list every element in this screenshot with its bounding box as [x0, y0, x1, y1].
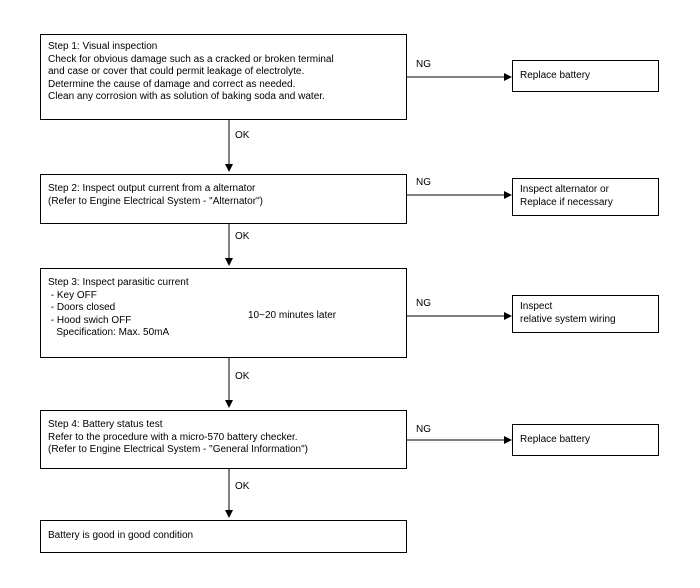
step3-box: Step 3: Inspect parasitic current - Key …	[40, 268, 407, 358]
step1-line: and case or cover that could permit leak…	[48, 66, 305, 77]
step1-title: Step 1: Visual inspection	[48, 41, 158, 52]
action2-text: Replace if necessary	[520, 196, 613, 208]
step4-line: Refer to the procedure with a micro-570 …	[48, 431, 298, 443]
action3-text: relative system wiring	[520, 313, 616, 325]
ok-label: OK	[235, 231, 250, 242]
step2-box: Step 2: Inspect output current from a al…	[40, 174, 407, 224]
step3-line: - Doors closed	[48, 302, 116, 313]
action3-text: Inspect	[520, 301, 553, 312]
action2-box: Inspect alternator or Replace if necessa…	[512, 178, 659, 216]
step3-line: - Key OFF	[48, 289, 97, 301]
ng-label: NG	[416, 59, 431, 70]
action1-text: Replace battery	[520, 69, 591, 81]
ng-label: NG	[416, 424, 431, 435]
step1-line: Determine the cause of damage and correc…	[48, 78, 296, 90]
step4-line: (Refer to Engine Electrical System - "Ge…	[48, 444, 308, 455]
ng-label: NG	[416, 177, 431, 188]
final-result-box: Battery is good in good condition	[40, 520, 407, 553]
action4-text: Replace battery	[520, 433, 591, 445]
ok-label: OK	[235, 481, 250, 492]
action4-box: Replace battery	[512, 424, 659, 456]
step1-line: Check for obvious damage such as a crack…	[48, 53, 334, 65]
step3-title: Step 3: Inspect parasitic current	[48, 277, 189, 288]
step3-line: - Hood swich OFF	[48, 314, 132, 326]
step3-bracket-note: 10~20 minutes later	[248, 310, 337, 321]
final-result-text: Battery is good in good condition	[48, 530, 194, 542]
step1-line: Clean any corrosion with as solution of …	[48, 91, 325, 102]
action1-box: Replace battery	[512, 60, 659, 92]
action3-box: Inspect relative system wiring	[512, 295, 659, 333]
ok-label: OK	[235, 130, 250, 141]
step4-title: Step 4: Battery status test	[48, 419, 163, 430]
action2-text: Inspect alternator or	[520, 184, 609, 195]
step2-line: (Refer to Engine Electrical System - "Al…	[48, 195, 263, 207]
step1-box: Step 1: Visual inspection Check for obvi…	[40, 34, 407, 120]
ng-label: NG	[416, 298, 431, 309]
ok-label: OK	[235, 371, 250, 382]
step4-box: Step 4: Battery status test Refer to the…	[40, 410, 407, 469]
step3-spec: Specification: Max. 50mA	[48, 327, 170, 338]
step2-title: Step 2: Inspect output current from a al…	[48, 183, 256, 194]
